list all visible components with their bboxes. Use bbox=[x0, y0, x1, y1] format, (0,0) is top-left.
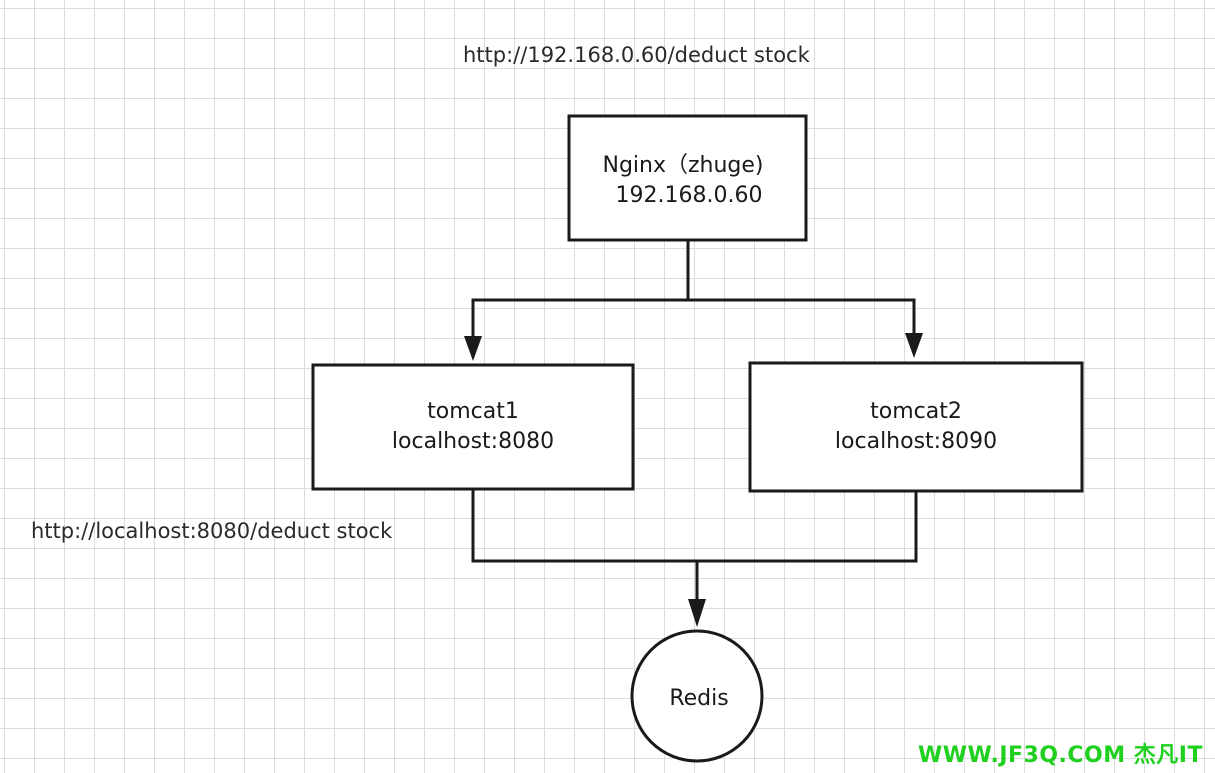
nginx-node: Nginx（zhuge) 192.168.0.60 bbox=[567, 114, 808, 242]
nginx-address: 192.168.0.60 bbox=[616, 183, 763, 208]
tomcat1-node: tomcat1 localhost:8080 bbox=[311, 363, 635, 491]
arrow-to-redis bbox=[688, 599, 706, 627]
entry-url-label: http://192.168.0.60/deduct stock bbox=[463, 43, 811, 67]
tomcat2-address: localhost:8090 bbox=[835, 429, 997, 454]
site-watermark: WWW.JF3Q.COM 杰凡IT bbox=[917, 743, 1203, 768]
arrow-to-tomcat1 bbox=[464, 336, 482, 361]
tomcat2-name: tomcat2 bbox=[870, 399, 962, 424]
tomcat1-address: localhost:8080 bbox=[392, 429, 554, 454]
redis-node: Redis bbox=[630, 629, 764, 763]
tomcat1-box bbox=[311, 363, 635, 491]
edge-tomcat1-to-redis bbox=[471, 489, 699, 602]
edge-nginx-to-tomcat1 bbox=[471, 240, 690, 340]
redis-circle bbox=[630, 629, 764, 763]
tomcat1-url-label: http://localhost:8080/deduct stock bbox=[31, 519, 393, 543]
tomcat1-name: tomcat1 bbox=[427, 399, 519, 424]
nginx-name: Nginx（zhuge) bbox=[602, 153, 763, 178]
edge-nginx-to-tomcat2 bbox=[688, 298, 916, 336]
edge-tomcat2-to-redis bbox=[697, 491, 918, 563]
redis-name: Redis bbox=[669, 686, 728, 711]
arrow-to-tomcat2 bbox=[905, 333, 923, 358]
tomcat2-box bbox=[748, 361, 1084, 493]
nginx-box bbox=[567, 114, 808, 242]
tomcat2-node: tomcat2 localhost:8090 bbox=[748, 361, 1084, 493]
